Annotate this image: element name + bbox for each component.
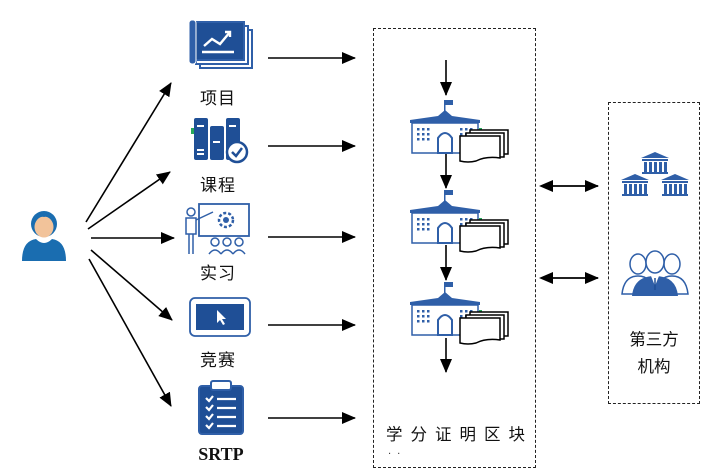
competition-screen-cursor-icon <box>187 295 253 339</box>
document-stack-icon <box>459 129 509 163</box>
activity-label-project: 项目 <box>200 89 236 109</box>
arrow-student-to-srtp <box>88 258 172 407</box>
project-chart-icon <box>188 18 256 73</box>
blockchain-label: 学分证明区块 <box>386 425 533 444</box>
chain-block-1 <box>408 98 518 164</box>
activity-label-course: 课程 <box>200 176 236 196</box>
third-party-label-line1: 第三方 <box>629 330 679 349</box>
institutions-icon <box>620 150 690 198</box>
student-user-icon <box>14 205 74 265</box>
activity-label-competition: 竞赛 <box>200 351 236 371</box>
course-books-icon <box>190 114 250 164</box>
blockchain-label-suffix: .. <box>388 446 407 457</box>
internship-presentation-icon <box>183 200 253 258</box>
document-stack-icon <box>459 311 509 345</box>
arrow-student-to-competition <box>90 249 173 321</box>
chain-block-2 <box>408 188 518 254</box>
third-party-container <box>608 102 700 404</box>
third-party-label: 第三方 机构 <box>608 326 700 380</box>
university-building-icon <box>410 100 482 154</box>
chain-block-3 <box>408 280 518 346</box>
activity-label-srtp: SRTP <box>198 444 244 464</box>
credit-proof-blockchain-container <box>373 28 536 468</box>
third-party-label-line2: 机构 <box>637 357 671 376</box>
people-group-icon <box>620 250 690 298</box>
arrow-student-to-course <box>87 171 171 230</box>
srtp-clipboard-icon <box>196 380 246 436</box>
document-stack-icon <box>459 219 509 253</box>
university-building-icon <box>410 282 482 336</box>
activity-label-internship: 实习 <box>200 264 236 284</box>
arrow-student-to-project <box>85 82 172 223</box>
